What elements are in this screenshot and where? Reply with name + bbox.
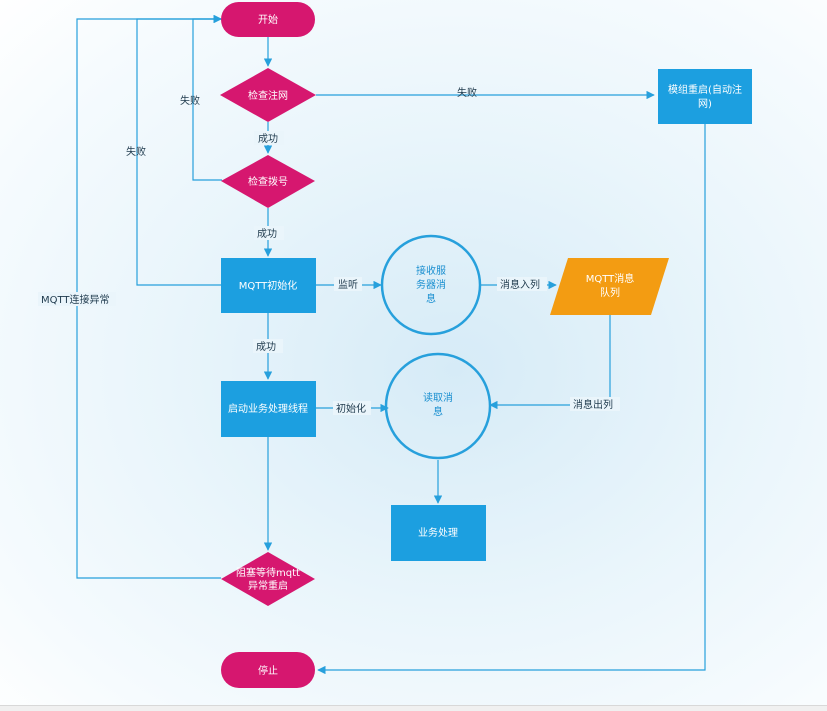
node-block-wait[interactable] <box>221 552 315 606</box>
edge-mqtt-init-fail <box>136 14 222 286</box>
edge-label-listen: 监听 <box>338 278 358 291</box>
edge-label-mqtt-conn-error: MQTT连接异常 <box>41 293 110 306</box>
node-receive-msg-label-3: 息 <box>426 292 436 305</box>
node-module-restart-label-1: 模组重启(自动注 <box>668 83 742 96</box>
node-read-msg-label-1: 读取消 <box>423 391 453 404</box>
node-business[interactable] <box>391 505 486 561</box>
node-mqtt-queue-label-1: MQTT消息 <box>586 272 635 285</box>
edge-label-fail-dial-inner: 失败 <box>180 94 200 107</box>
node-stop[interactable] <box>221 652 315 688</box>
node-receive-msg-label-1: 接收服 <box>416 264 446 277</box>
edge-module-restart-to-stop <box>317 124 706 675</box>
node-receive-msg-label-2: 务器消 <box>416 278 446 291</box>
edge-label-initialize: 初始化 <box>336 402 366 415</box>
edge-label-success-dial: 成功 <box>257 228 277 240</box>
edge-label-dequeue: 消息出列 <box>573 398 613 411</box>
node-mqtt-init[interactable] <box>221 258 316 313</box>
node-business-label: 业务处理 <box>418 526 458 539</box>
node-start-thread-label: 启动业务处理线程 <box>228 402 308 415</box>
node-mqtt-queue-label-2: 队列 <box>600 286 620 299</box>
node-block-wait-label-1: 阻塞等待mqtt <box>236 566 300 579</box>
edge-dequeue <box>489 315 611 410</box>
edge-label-fail-network: 失败 <box>457 86 477 99</box>
node-start[interactable] <box>221 2 315 37</box>
bottom-scrollbar[interactable] <box>0 705 827 711</box>
node-check-dial-label: 检查拨号 <box>248 175 288 188</box>
edge-label-success-network: 成功 <box>258 133 278 145</box>
node-block-wait-label-2: 异常重启 <box>248 579 288 592</box>
node-read-msg[interactable] <box>384 352 492 460</box>
node-module-restart[interactable] <box>658 69 752 124</box>
node-stop-label: 停止 <box>258 664 278 677</box>
node-module-restart-label-2: 网) <box>698 98 712 110</box>
node-read-msg-label-2: 息 <box>433 405 443 418</box>
node-start-thread[interactable] <box>221 381 316 437</box>
edge-label-success-init: 成功 <box>256 341 276 353</box>
edge-label-fail-dial-outer: 失败 <box>126 145 146 158</box>
node-receive-msg[interactable] <box>380 234 482 336</box>
node-start-label: 开始 <box>258 13 278 26</box>
node-mqtt-init-label: MQTT初始化 <box>239 279 298 292</box>
edge-label-enqueue: 消息入列 <box>500 278 540 291</box>
node-mqtt-queue[interactable] <box>550 258 669 315</box>
node-check-network[interactable] <box>220 68 316 122</box>
node-check-network-label: 检查注网 <box>248 89 288 102</box>
node-check-dial[interactable] <box>221 155 315 208</box>
